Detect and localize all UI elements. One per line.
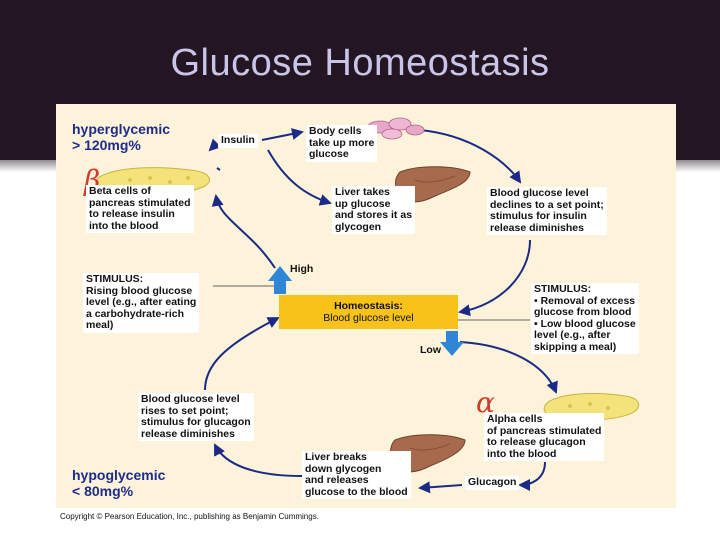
arrow-rise-to-homeostasis xyxy=(204,317,280,391)
copyright-notice: Copyright © Pearson Education, Inc., pub… xyxy=(60,512,319,521)
high-arrow-icon xyxy=(268,266,292,294)
homeostasis-box: Homeostasis: Blood glucose level xyxy=(279,295,458,329)
high-label: High xyxy=(290,263,314,275)
arrow-insulin-to-bodycells xyxy=(261,128,304,141)
arrow-low-to-alpha xyxy=(459,341,558,394)
glucagon-label: Glucagon xyxy=(465,476,520,490)
homeostasis-subtitle: Blood glucose level xyxy=(323,312,414,324)
arrow-decline-to-homeostasis xyxy=(458,239,531,317)
low-label: Low xyxy=(420,344,441,356)
alpha-cells-text: Alpha cells of pancreas stimulated to re… xyxy=(484,413,605,461)
arrow-glucagon-to-liver xyxy=(418,481,463,494)
homeostasis-title: Homeostasis: xyxy=(334,300,403,312)
arrow-bodycells-to-decline xyxy=(419,129,522,184)
hyperglycemic-label: hyperglycemic > 120mg% xyxy=(72,121,171,153)
insulin-label: Insulin xyxy=(218,134,258,148)
arrow-insulin-to-liver xyxy=(267,149,332,206)
alpha-symbol: α xyxy=(476,386,495,419)
body-cells-icon xyxy=(367,117,425,140)
liver-takes-text: Liver takes up glucose and stores it as … xyxy=(332,186,416,234)
arrow-liver-to-rise xyxy=(214,443,303,477)
low-arrow-icon xyxy=(440,331,464,356)
stimulus-removal-text: STIMULUS: • Removal of excess glucose fr… xyxy=(531,283,639,354)
liver-breaks-text: Liver breaks down glycogen and releases … xyxy=(302,451,411,499)
hypoglycemic-label: hypoglycemic < 80mg% xyxy=(72,467,166,499)
glucose-rises-text: Blood glucose level rises to set point; … xyxy=(138,393,254,441)
body-cells-text: Body cells take up more glucose xyxy=(306,125,378,162)
arrow-alpha-to-glucagon xyxy=(518,461,546,491)
slide-title: Glucose Homeostasis xyxy=(170,42,550,84)
beta-cells-text: Beta cells of pancreas stimulated to rel… xyxy=(86,185,194,233)
arrow-stub xyxy=(216,167,221,171)
arrow-rise-to-beta xyxy=(211,194,276,269)
glucose-declines-text: Blood glucose level declines to a set po… xyxy=(487,187,607,235)
stimulus-rising-text: STIMULUS: Rising blood glucose level (e.… xyxy=(83,273,200,333)
